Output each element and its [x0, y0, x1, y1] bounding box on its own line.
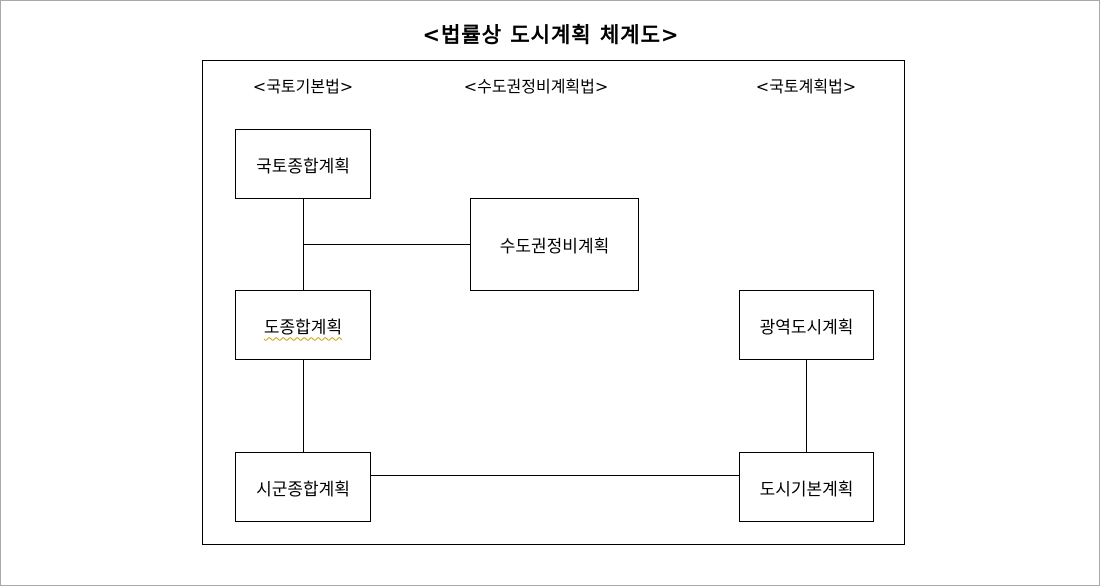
node-label: 도시기본계획: [759, 479, 854, 500]
node-label: 수도권정비계획: [499, 237, 610, 257]
edge-city-county-to-urban-master: [370, 475, 740, 476]
edge-branch-to-capital-region: [303, 244, 471, 245]
node-capital-region-plan: 수도권정비계획: [470, 198, 639, 291]
law-label-framework-act: <국토기본법>: [252, 77, 354, 96]
node-label: 국토종합계획: [256, 156, 350, 177]
edge-provincial-to-city-county: [303, 359, 304, 453]
node-metropolitan-urban-plan: 광역도시계획: [739, 290, 874, 360]
node-provincial-comprehensive-plan: 도종합계획: [235, 290, 371, 360]
edge-metropolitan-to-urban-master: [806, 359, 807, 453]
node-urban-master-plan: 도시기본계획: [739, 452, 874, 522]
node-national-comprehensive-plan: 국토종합계획: [235, 129, 371, 199]
diagram-frame: [202, 60, 905, 545]
diagram-title: <법률상 도시계획 체계도>: [422, 23, 680, 47]
node-label: 광역도시계획: [759, 317, 854, 338]
node-city-county-comprehensive-plan: 시군종합계획: [235, 452, 371, 522]
node-label: 도종합계획: [263, 317, 343, 338]
law-label-capital-region-act: <수도권정비계획법>: [463, 77, 609, 96]
node-label: 시군종합계획: [256, 479, 350, 500]
law-label-planning-act: <국토계획법>: [755, 77, 857, 96]
